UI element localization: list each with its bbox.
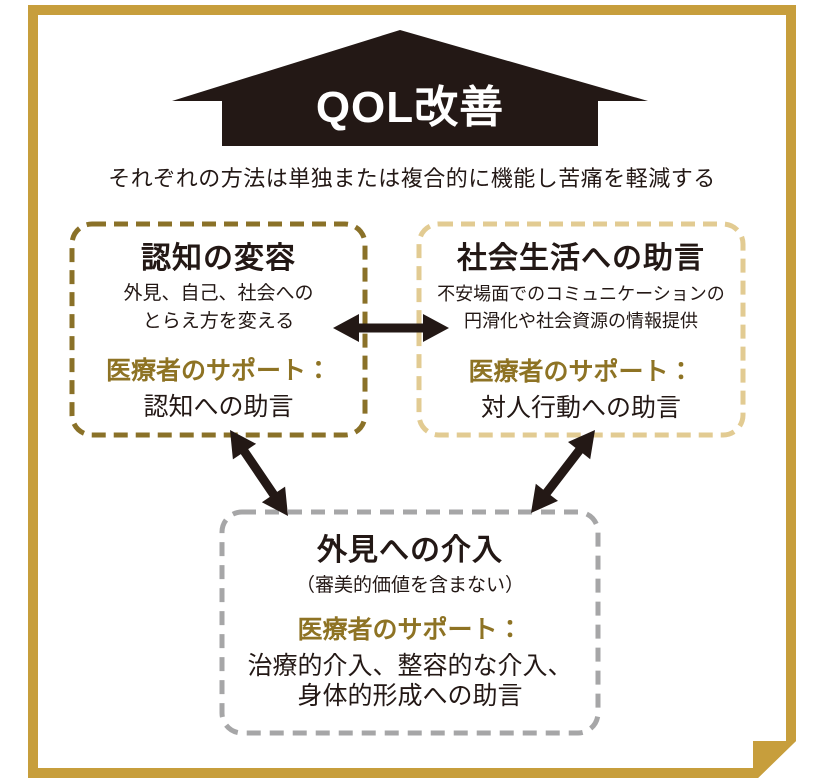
appearance-box-border [219,509,601,736]
right-diagonal-double-arrow-icon [531,430,595,513]
appearance-support-line: 治療的介入、整容的な介入、 [247,652,573,680]
appearance-box: 外見への介入 （審美的価値を含まない） 医療者のサポート： 治療的介入、整容的な… [220,510,600,711]
cognition-support-text: 認知への助言 [70,392,367,422]
cognition-box-title: 認知の変容 [141,242,296,275]
cognition-support-line: 認知への助言 [143,393,294,421]
social-support-label: 医療者のサポート： [468,358,694,386]
appearance-description-line: （審美的価値を含まない） [295,575,524,596]
diagram-subtitle: それぞれの方法は単独または複合的に機能し苦痛を軽減する [108,166,716,191]
qol-banner-arrow-icon [172,30,648,146]
folded-corner-icon [753,741,796,778]
social-box-title: 社会生活への助言 [457,242,705,275]
social-box-border [416,221,746,438]
left-diagonal-double-arrow-icon [230,430,288,516]
social-support-line: 対人行動への助言 [480,394,681,422]
social-box: 社会生活への助言 不安場面でのコミュニケーションの 円滑化や社会資源の情報提供 … [417,222,745,423]
social-box-description: 不安場面でのコミュニケーションの 円滑化や社会資源の情報提供 [417,281,745,335]
appearance-support-text: 治療的介入、整容的な介入、 身体的形成への助言 [220,651,600,711]
appearance-support-label: 医療者のサポート： [297,616,523,644]
appearance-box-description: （審美的価値を含まない） [220,572,600,599]
social-support-text: 対人行動への助言 [417,393,745,423]
social-description-line: 不安場面でのコミュニケーションの [437,284,725,304]
cognition-description-line: 外見、自己、社会への [123,283,314,304]
cognition-box-description: 外見、自己、社会への とらえ方を変える [70,280,367,336]
appearance-box-title: 外見への介入 [317,534,503,567]
cognition-support-label: 医療者のサポート： [105,357,331,385]
cognition-description-line: とらえ方を変える [142,311,295,332]
horizontal-double-arrow-icon [333,314,449,342]
social-description-line: 円滑化や社会資源の情報提供 [464,311,698,331]
cognition-box: 認知の変容 外見、自己、社会への とらえ方を変える 医療者のサポート： 認知への… [70,222,367,422]
banner-title: QOL改善 [315,83,505,132]
appearance-support-line: 身体的形成への助言 [297,682,523,710]
